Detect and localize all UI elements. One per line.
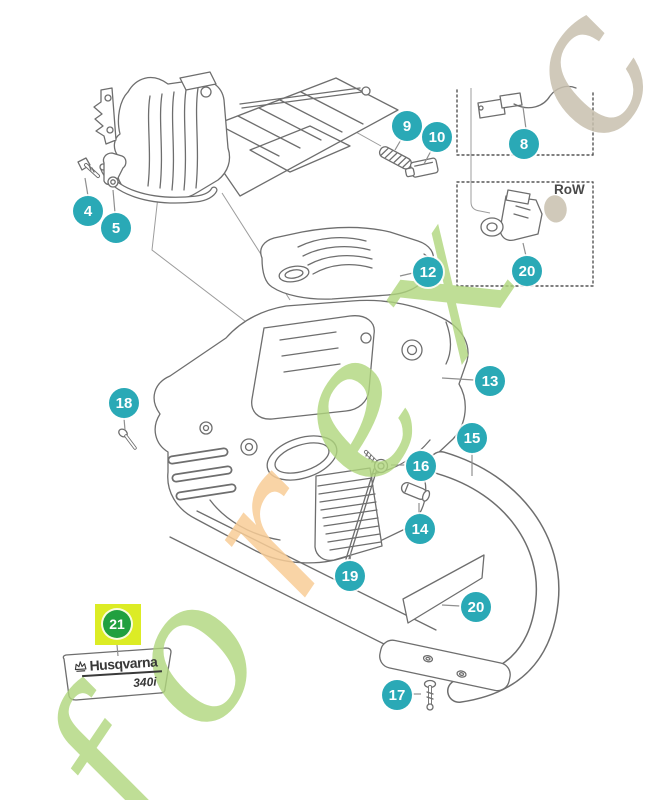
callout-4[interactable]: 4 <box>73 196 103 226</box>
part-13-housing <box>153 299 469 564</box>
callout-5[interactable]: 5 <box>101 213 131 243</box>
part-14-bushing <box>400 482 431 502</box>
part-10-clip <box>404 157 439 178</box>
callout-15[interactable]: 15 <box>457 423 487 453</box>
callout-20[interactable]: 20 <box>461 592 491 622</box>
part-16-screw <box>364 450 389 474</box>
callout-21-highlighted[interactable]: 21 <box>103 610 131 638</box>
part-15-handle <box>379 451 560 703</box>
part-20-row-component <box>480 189 543 241</box>
part-5-bracket <box>102 152 127 188</box>
part-17-screw <box>423 679 437 711</box>
callout-19[interactable]: 19 <box>335 561 365 591</box>
part-20-decal <box>402 554 485 624</box>
callout-17[interactable]: 17 <box>382 680 412 710</box>
part-8-component <box>477 85 577 119</box>
callout-14[interactable]: 14 <box>405 514 435 544</box>
husqvarna-label: Husqvarna 340i <box>63 653 169 694</box>
part-18-screw <box>118 428 137 450</box>
callout-8[interactable]: 8 <box>509 129 539 159</box>
callout-18[interactable]: 18 <box>109 388 139 418</box>
callout-13[interactable]: 13 <box>475 366 505 396</box>
callout-16[interactable]: 16 <box>406 451 436 481</box>
callout-20-row[interactable]: 20 <box>512 256 542 286</box>
part-12-top-cover <box>260 226 434 300</box>
part-19-grille <box>314 467 383 562</box>
row-region-label: RoW <box>554 182 585 197</box>
callout-12[interactable]: 12 <box>413 257 443 287</box>
variant-box-8 <box>456 89 594 156</box>
part-4-screw <box>77 157 100 178</box>
callout-9[interactable]: 9 <box>392 111 422 141</box>
spiked-bumper <box>93 87 117 145</box>
callout-10[interactable]: 10 <box>422 122 452 152</box>
part-21-brand-decal <box>62 647 172 701</box>
husqvarna-crown-icon <box>74 660 87 672</box>
lower-frame-rails <box>169 510 437 655</box>
engine-chassis-assembly <box>99 71 399 204</box>
